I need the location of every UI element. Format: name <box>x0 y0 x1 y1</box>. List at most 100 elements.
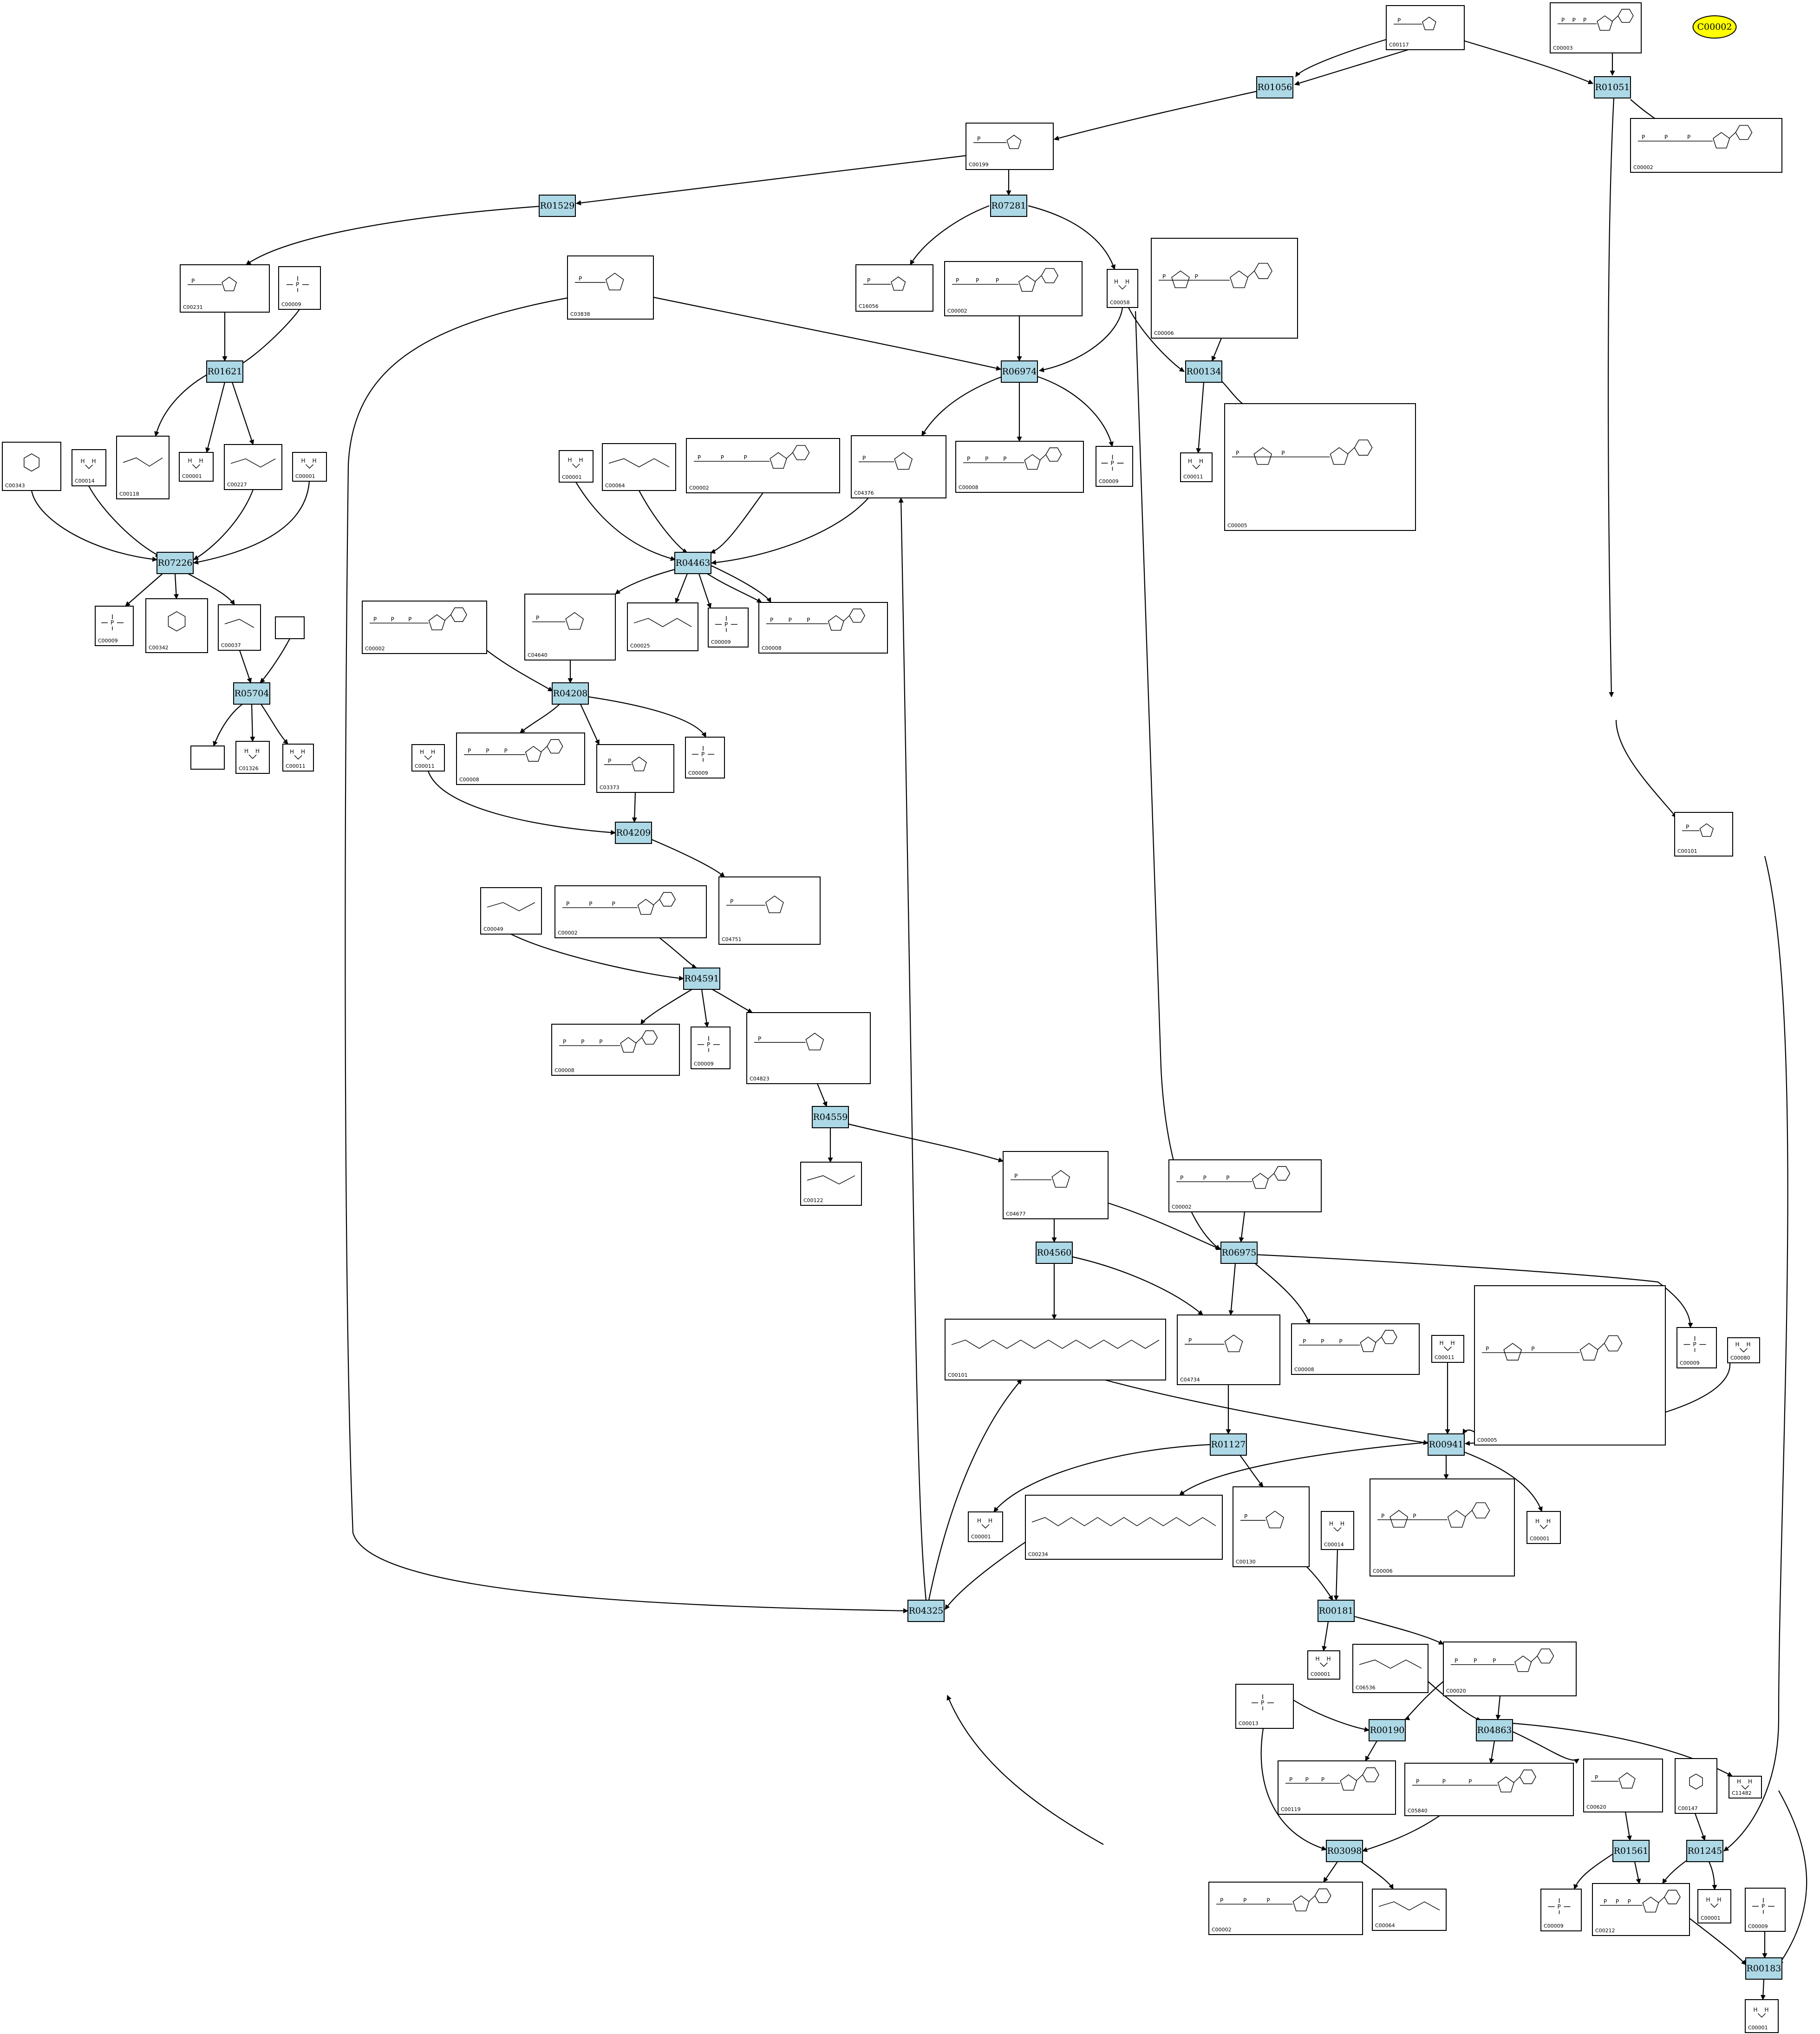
reaction-node[interactable]: R01621 <box>206 360 243 383</box>
highlight-compound[interactable]: C00002 <box>1692 15 1737 39</box>
reaction-node[interactable]: R06974 <box>1001 360 1038 383</box>
compound-node[interactable]: C00147 <box>1675 1758 1717 1814</box>
reaction-node[interactable]: R00134 <box>1185 360 1222 383</box>
reaction-node[interactable]: R06975 <box>1220 1242 1258 1264</box>
compound-node[interactable]: C00343 <box>2 442 61 491</box>
reaction-node[interactable]: R00190 <box>1369 1719 1406 1741</box>
compound-node[interactable]: C00122 <box>800 1162 862 1206</box>
compound-node[interactable]: C00101 <box>945 1319 1166 1380</box>
reaction-node[interactable]: R07281 <box>990 195 1027 217</box>
reaction-node[interactable]: R01056 <box>1256 76 1293 98</box>
reaction-node[interactable]: R04325 <box>907 1600 945 1622</box>
compound-node[interactable]: C00025 <box>627 602 698 651</box>
reaction-node[interactable]: R00183 <box>1745 1957 1782 1980</box>
compound-node[interactable]: C00049 <box>480 887 542 935</box>
compound-node[interactable]: C00234 <box>1025 1495 1223 1560</box>
reaction-node[interactable]: R04560 <box>1036 1242 1073 1264</box>
reaction-node[interactable]: R04559 <box>812 1106 849 1128</box>
reaction-node[interactable]: R03098 <box>1326 1840 1363 1862</box>
reaction-node[interactable]: R01561 <box>1612 1840 1650 1862</box>
compound-node[interactable]: C00342 <box>145 598 208 653</box>
reaction-node[interactable]: R04463 <box>674 552 711 574</box>
reaction-node[interactable]: R00181 <box>1318 1600 1355 1622</box>
compound-node[interactable]: C00064 <box>1372 1889 1447 1931</box>
reaction-node[interactable]: R01529 <box>539 195 576 217</box>
reaction-node[interactable]: R04208 <box>552 682 589 705</box>
reaction-node[interactable]: R04209 <box>615 822 652 844</box>
reaction-node[interactable]: R00941 <box>1428 1433 1465 1456</box>
compound-node[interactable]: C00064 <box>602 443 676 491</box>
compound-node[interactable]: C00227 <box>224 444 282 490</box>
reaction-node[interactable]: R07226 <box>157 552 194 574</box>
compound-node[interactable]: C00118 <box>116 436 170 499</box>
reaction-node[interactable]: R01127 <box>1210 1433 1247 1456</box>
compound-node[interactable]: C06536 <box>1352 1644 1429 1693</box>
compound-node[interactable] <box>190 746 225 770</box>
reaction-node[interactable]: R04591 <box>683 968 720 990</box>
reaction-node[interactable]: R05704 <box>233 682 270 705</box>
compound-node[interactable] <box>275 616 305 639</box>
